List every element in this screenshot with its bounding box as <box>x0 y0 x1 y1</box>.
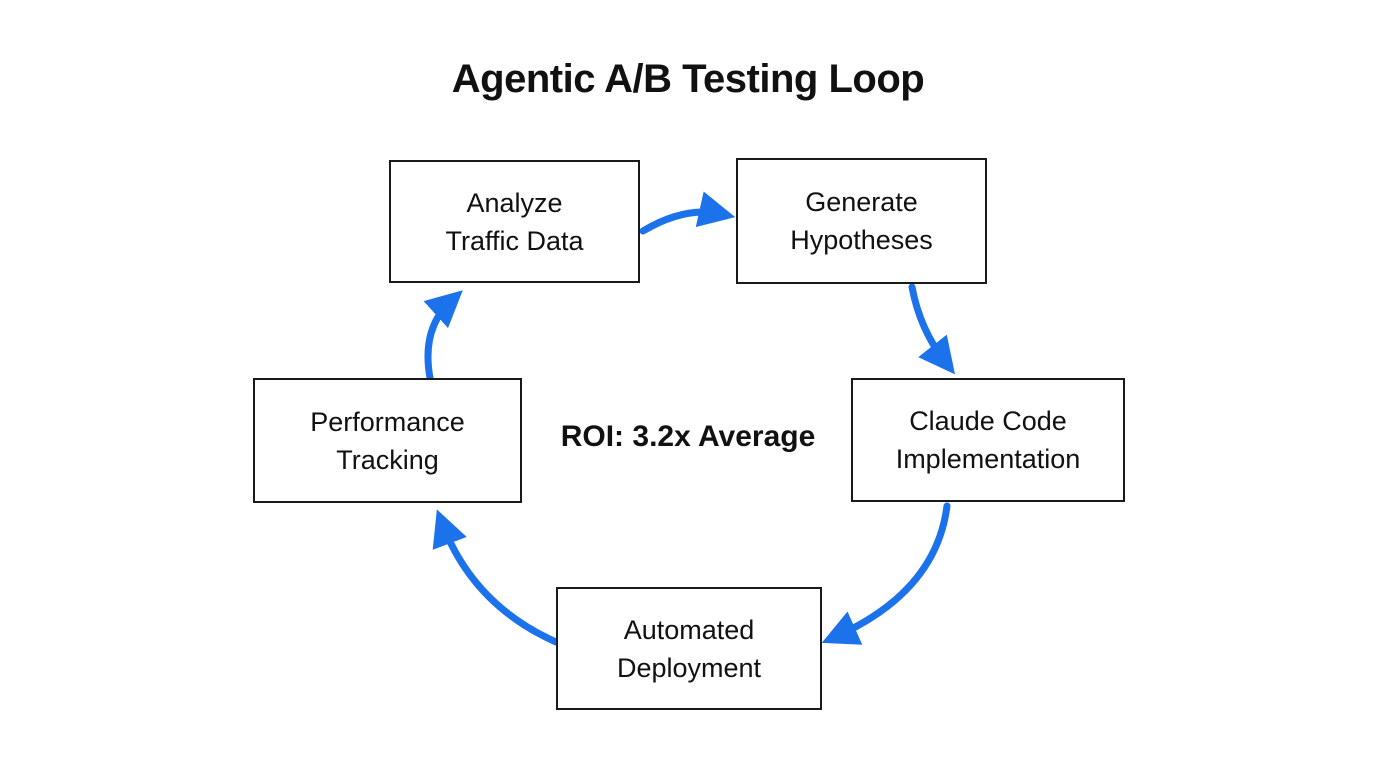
arrow-deployment-to-tracking <box>432 509 560 646</box>
node-label-line: Deployment <box>616 652 762 683</box>
arrow-generate-to-claude-code <box>908 283 956 375</box>
diagram-title: Agentic A/B Testing Loop <box>451 57 925 101</box>
node-label-line: Implementation <box>895 444 1081 474</box>
arrow-tracking-to-analyze <box>423 290 463 382</box>
node-label-line: Hypotheses <box>790 225 933 255</box>
node-label-line: Tracking <box>336 444 439 475</box>
node-label-line: Claude Code <box>909 406 1067 436</box>
node-analyze-traffic-data: Analyze Traffic Data <box>389 160 640 283</box>
node-label-line: Traffic Data <box>445 225 584 256</box>
node-automated-deployment: Automated Deployment <box>556 587 822 710</box>
node-label-line: Performance <box>310 406 465 437</box>
arrow-analyze-to-generate <box>639 191 736 235</box>
node-generate-hypotheses: Generate Hypotheses <box>736 158 987 284</box>
node-performance-tracking: Performance Tracking <box>253 378 522 503</box>
arrow-claude-code-to-deployment <box>821 502 951 645</box>
node-claude-code-implementation: Claude Code Implementation <box>851 378 1125 502</box>
roi-center-label: ROI: 3.2x Average <box>560 420 816 453</box>
node-label-line: Generate <box>805 187 918 217</box>
node-label-line: Analyze <box>466 187 563 218</box>
node-label-line: Automated <box>623 614 755 645</box>
